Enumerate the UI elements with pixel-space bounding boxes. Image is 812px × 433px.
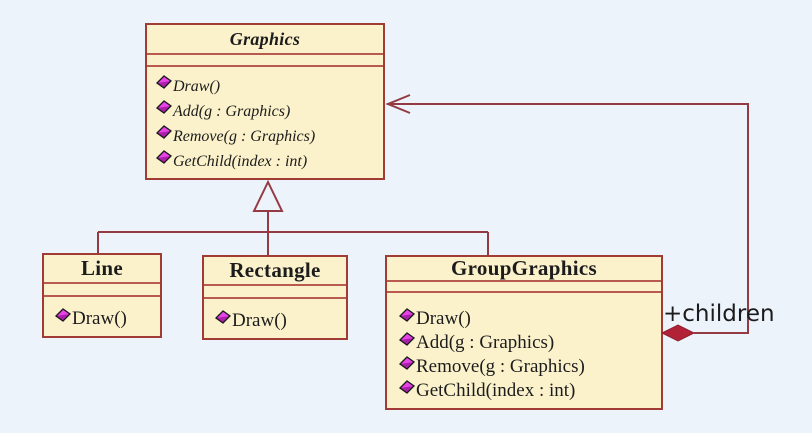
method-row: Draw() [155,74,379,99]
visibility-diamond-icon [155,125,173,144]
method-label: Remove(g : Graphics) [416,356,585,377]
class-box-rectangle: Rectangle Draw() [202,255,348,340]
method-label: Add(g : Graphics) [173,102,291,120]
method-label: Add(g : Graphics) [416,332,555,353]
method-row: GetChild(index : int) [398,378,657,403]
method-label: GetChild(index : int) [416,380,576,401]
methods-compartment: Draw() [204,299,346,332]
visibility-diamond-icon [214,308,232,330]
method-row: Remove(g : Graphics) [155,124,379,149]
open-arrowhead-icon [385,94,411,114]
method-label: Draw() [232,309,287,331]
visibility-diamond-icon [54,306,72,328]
methods-compartment: Draw() Add(g : Graphics) Remove(g : Grap… [147,67,383,174]
class-title: GroupGraphics [387,256,661,282]
methods-compartment: Draw() Add(g : Graphics) Remove(g : Grap… [387,293,661,403]
generalization-connector [97,211,489,256]
visibility-diamond-icon [155,100,173,119]
attributes-compartment [387,282,661,293]
attributes-compartment [44,284,160,297]
visibility-diamond-icon [398,330,416,352]
visibility-diamond-icon [155,75,173,94]
method-label: Draw() [173,77,221,95]
method-row: Draw() [398,306,657,331]
method-row: Remove(g : Graphics) [398,354,657,379]
class-box-line: Line Draw() [42,253,162,338]
class-title: Rectangle [204,257,346,286]
class-title: Line [44,255,160,284]
visibility-diamond-icon [398,306,416,328]
attributes-compartment [204,286,346,299]
class-title: Graphics [147,25,383,55]
methods-compartment: Draw() [44,297,160,330]
generalization-triangle-icon [252,179,284,212]
method-row: Draw() [214,308,344,332]
attributes-compartment [147,55,383,67]
visibility-diamond-icon [155,150,173,169]
method-label: GetChild(index : int) [173,152,308,170]
method-label: Draw() [416,308,471,329]
class-box-groupgraphics: GroupGraphics Draw() Add(g : Graphics) R… [385,255,663,410]
visibility-diamond-icon [398,354,416,376]
composition-diamond-icon [660,324,696,342]
visibility-diamond-icon [398,378,416,400]
method-row: GetChild(index : int) [155,149,379,174]
method-row: Add(g : Graphics) [155,99,379,124]
method-label: Remove(g : Graphics) [173,127,316,145]
method-row: Add(g : Graphics) [398,330,657,355]
method-row: Draw() [54,306,158,330]
composition-role-label: +children [663,301,775,327]
class-box-graphics: Graphics Draw() Add(g : Graphics) Remove… [145,23,385,180]
method-label: Draw() [72,307,127,329]
